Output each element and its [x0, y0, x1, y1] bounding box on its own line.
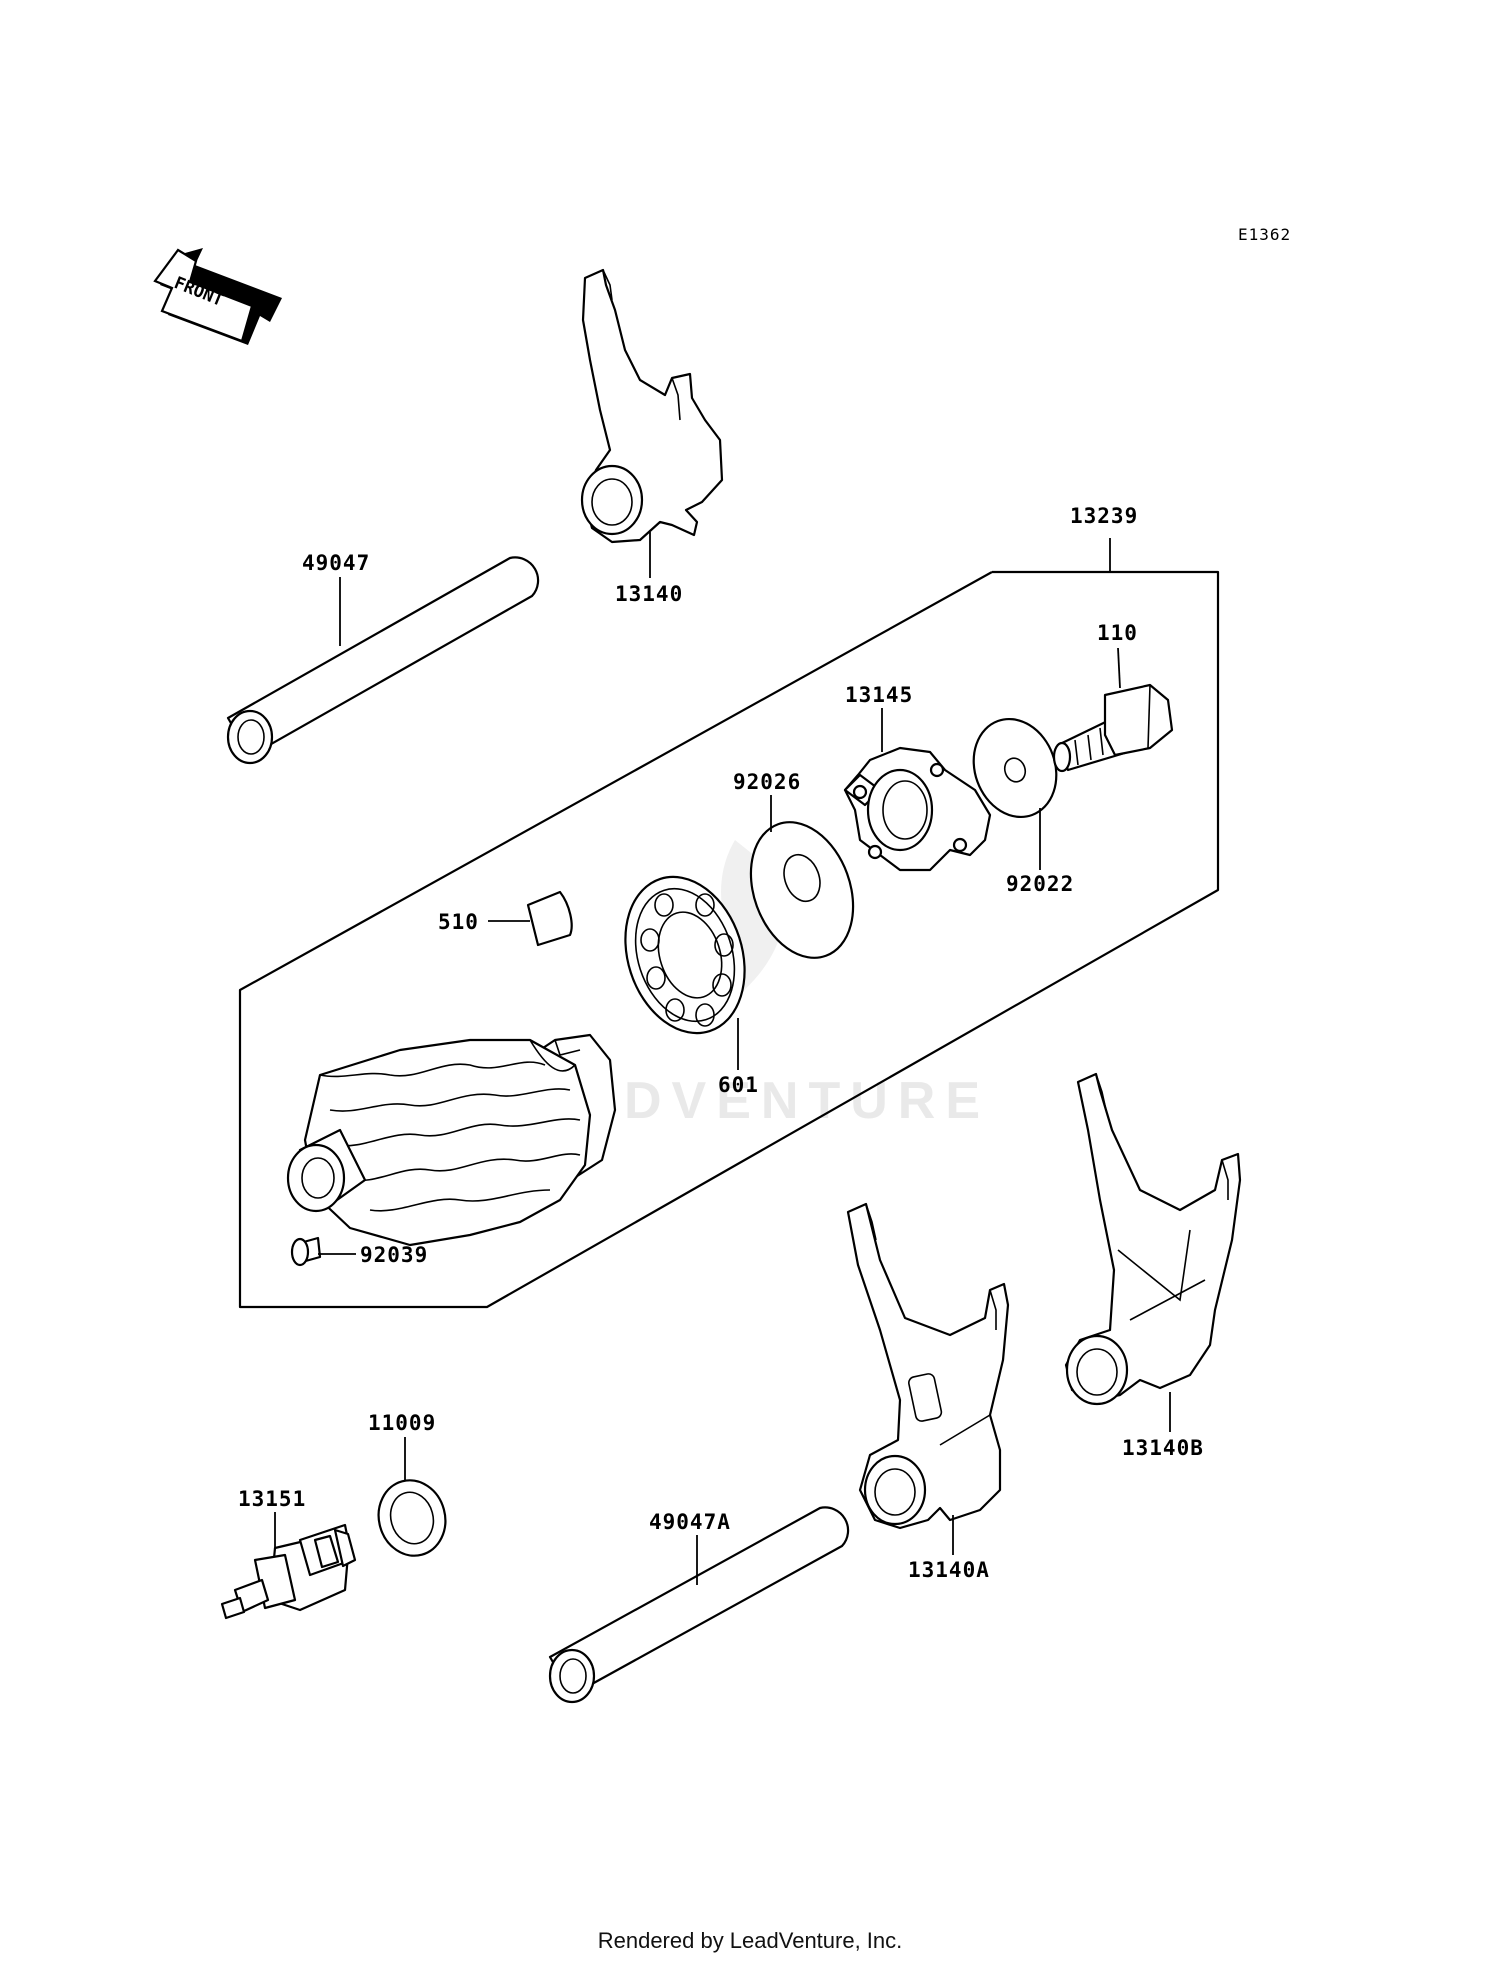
- callout-110: 110: [1097, 621, 1138, 645]
- front-arrow-icon: FRONT: [153, 248, 282, 345]
- part-510-key: [526, 890, 573, 947]
- part-13140B-shift-fork: [1064, 1072, 1242, 1406]
- part-13140-shift-fork: [580, 268, 724, 544]
- part-601-bearing: [624, 875, 746, 1035]
- diagram-code: E1362: [1238, 225, 1291, 244]
- callout-92026: 92026: [733, 770, 801, 794]
- render-credit: Rendered by LeadVenture, Inc.: [598, 1928, 903, 1953]
- part-92026-washer: [749, 821, 855, 959]
- part-13151-neutral-switch: [220, 1523, 357, 1620]
- callout-13239: 13239: [1070, 504, 1138, 528]
- part-92022-washer: [972, 717, 1058, 819]
- callout-labels: 13239 49047 13140 110 13145 92026 92022 …: [238, 504, 1204, 1582]
- leader-lines: [274, 532, 1171, 1585]
- callout-49047A: 49047A: [649, 1510, 731, 1534]
- callout-13145: 13145: [845, 683, 913, 707]
- callout-13140: 13140: [615, 582, 683, 606]
- part-49047A-shaft: [548, 1506, 850, 1704]
- part-92039-pin: [290, 1236, 322, 1267]
- callout-92039: 92039: [360, 1243, 428, 1267]
- assembly-outline-13239: [238, 570, 1220, 1309]
- callout-49047: 49047: [302, 551, 370, 575]
- callout-601: 601: [718, 1073, 759, 1097]
- part-49047-shaft: [226, 556, 540, 765]
- callout-13151: 13151: [238, 1487, 306, 1511]
- part-13140A-shift-fork: [846, 1202, 1010, 1530]
- callout-13140A: 13140A: [908, 1558, 990, 1582]
- part-13239-shift-drum: [286, 1033, 617, 1247]
- callout-510: 510: [438, 910, 479, 934]
- part-13145-cam-plate: [843, 746, 992, 872]
- callout-11009: 11009: [368, 1411, 436, 1435]
- callout-92022: 92022: [1006, 872, 1074, 896]
- part-110-bolt: [1052, 683, 1174, 773]
- part-11009-washer: [377, 1479, 447, 1557]
- callout-13140B: 13140B: [1122, 1436, 1204, 1460]
